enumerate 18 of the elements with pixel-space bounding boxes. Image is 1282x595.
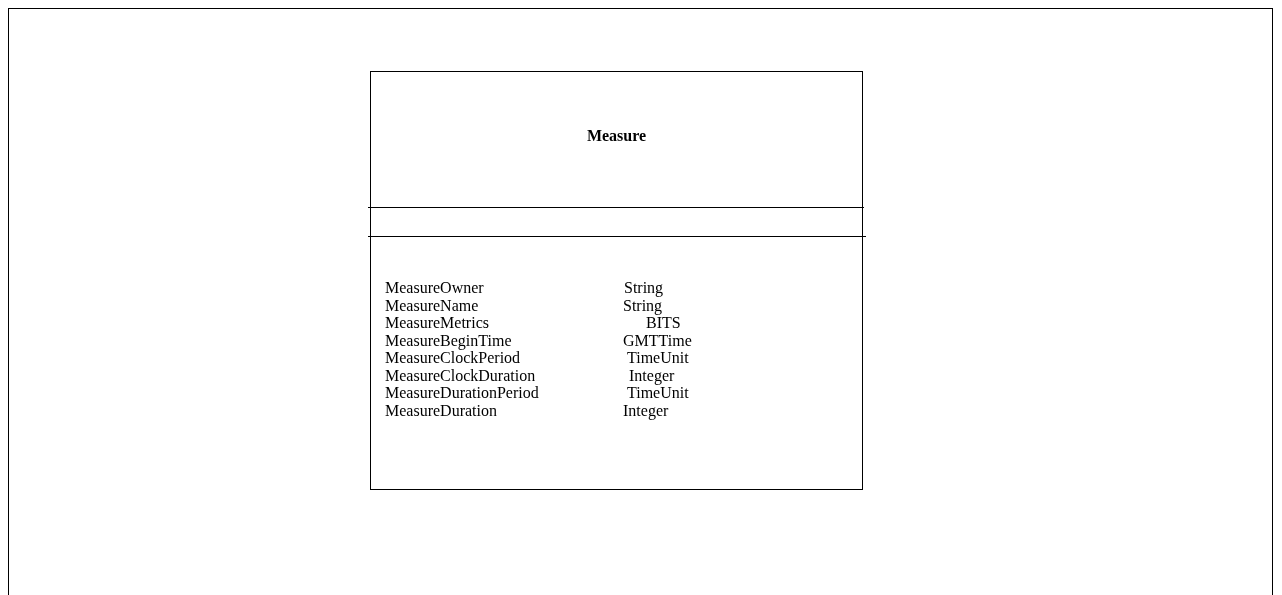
- attribute-type: Integer: [623, 401, 669, 419]
- attribute-name: MeasureOwner: [385, 279, 484, 296]
- attribute-name: MeasureClockDuration: [385, 366, 536, 384]
- attribute-type: String: [624, 279, 664, 296]
- class-box: [370, 71, 863, 490]
- attribute-name: MeasureDurationPeriod: [385, 384, 539, 401]
- attribute-type: TimeUnit: [627, 384, 689, 401]
- class-name: Measure: [585, 127, 648, 144]
- attribute-name: MeasureMetrics: [385, 314, 489, 331]
- attribute-type: Integer: [629, 366, 675, 384]
- attribute-name: MeasureDuration: [385, 401, 497, 419]
- attribute-type: GMTTime: [623, 331, 692, 349]
- attribute-type: BITS: [646, 314, 681, 331]
- attribute-name: MeasureClockPeriod: [385, 349, 521, 366]
- attribute-name: MeasureBeginTime: [385, 331, 512, 349]
- attribute-type: String: [623, 296, 663, 314]
- attribute-name: MeasureName: [385, 296, 479, 314]
- attribute-type: TimeUnit: [627, 349, 689, 366]
